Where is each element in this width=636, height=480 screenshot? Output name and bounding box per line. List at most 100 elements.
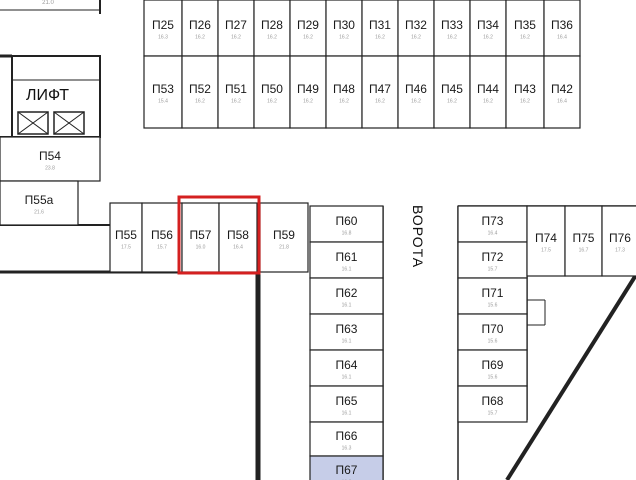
parking-space-43 (505, 55, 545, 129)
space-area-63: 16.1 (341, 338, 352, 345)
parking-space-67 (309, 455, 384, 480)
space-label-70: П70 (481, 322, 504, 336)
space-area-35: 16.2 (520, 34, 530, 41)
space-label-76: П76 (609, 231, 631, 245)
parking-space-62 (309, 277, 384, 315)
space-area-58: 16.4 (233, 244, 243, 250)
lift-door-left-x2 (17, 111, 49, 135)
space-label-45: П45 (441, 82, 463, 96)
space-area-55: 17.5 (121, 244, 131, 250)
space-area-54: 23.8 (45, 165, 55, 172)
space-label-42: П42 (551, 82, 573, 96)
parking-space-28 (253, 0, 291, 57)
parking-space-36 (543, 0, 581, 57)
space-area-66: 16.3 (341, 445, 352, 452)
space-label-35: П35 (514, 18, 536, 32)
ramp-diagonal (505, 273, 636, 480)
parking-space-75 (564, 205, 603, 277)
space-label-65: П65 (335, 394, 358, 408)
space-label-33: П33 (441, 18, 463, 32)
space-area-55a: 21.6 (34, 209, 44, 216)
space-area-61: 16.1 (341, 266, 352, 273)
space-label-25: П25 (152, 18, 174, 32)
space-label-26: П26 (189, 18, 211, 32)
space-area-69: 15.6 (487, 374, 498, 381)
space-area-25: 16.3 (158, 34, 168, 41)
space-area-30: 16.2 (339, 34, 349, 41)
selected-spaces-highlight (177, 195, 261, 275)
parking-space-44 (469, 55, 507, 129)
space-area-64: 16.1 (341, 374, 352, 381)
space-label-72: П72 (481, 250, 504, 264)
space-label-31: П31 (369, 18, 391, 32)
parking-space-71 (457, 277, 528, 315)
parking-space-52 (181, 55, 219, 129)
parking-space-64 (309, 349, 384, 387)
lift-label: ЛИФТ (26, 87, 70, 104)
parking-space-73 (457, 205, 528, 243)
space-area-28: 16.2 (267, 34, 277, 41)
space-area-47: 16.2 (375, 98, 385, 105)
space-label-49: П49 (297, 82, 319, 96)
space-label-69: П69 (481, 358, 504, 372)
parking-space-76 (601, 205, 636, 277)
space-label-59: П59 (273, 227, 295, 242)
space-area-59: 21.8 (279, 244, 289, 250)
space-label-28: П28 (261, 18, 283, 32)
space-label-32: П32 (405, 18, 427, 32)
space-label-30: П30 (333, 18, 355, 32)
parking-space-56 (141, 202, 183, 273)
space-label-29: П29 (297, 18, 319, 32)
space-area-52: 16.2 (195, 98, 205, 105)
space-area-45: 16.2 (447, 98, 457, 105)
space-label-66: П66 (335, 429, 358, 443)
parking-space-69 (457, 349, 528, 387)
parking-space-45 (433, 55, 471, 129)
space-area-53: 15.4 (158, 98, 168, 105)
space-label-43: П43 (514, 82, 536, 96)
space-area-29: 16.2 (303, 34, 313, 41)
parking-space-68 (457, 385, 528, 423)
space-area-46: 16.2 (411, 98, 421, 105)
parking-space-54 (0, 136, 101, 182)
parking-space-47 (361, 55, 399, 129)
space-label-51: П51 (225, 82, 247, 96)
space-label-36: П36 (551, 18, 573, 32)
parking-space-63 (309, 313, 384, 351)
space-label-52: П52 (189, 82, 211, 96)
space-area-44: 16.2 (483, 98, 493, 105)
parking-space-65 (309, 385, 384, 423)
space-label-54: П54 (39, 149, 61, 163)
space-area-51: 16.2 (231, 98, 241, 105)
space-label-47: П47 (369, 82, 391, 96)
parking-space-60 (309, 205, 384, 243)
space-area-60: 16.8 (341, 230, 352, 237)
space-label-27: П27 (225, 18, 247, 32)
top-cut-text: 21.0 (42, 0, 54, 6)
parking-space-51 (217, 55, 255, 129)
space-label-73: П73 (481, 214, 504, 228)
space-area-36: 16.4 (557, 34, 567, 41)
space-area-50: 16.2 (267, 98, 277, 105)
space-label-56: П56 (151, 227, 173, 242)
space-label-74: П74 (535, 231, 557, 245)
space-area-31: 16.2 (375, 34, 385, 41)
space-area-26: 16.2 (195, 34, 205, 41)
parking-space-59 (259, 202, 309, 273)
parking-space-61 (309, 241, 384, 279)
space-area-70: 15.6 (487, 338, 498, 345)
space-label-64: П64 (335, 358, 358, 372)
space-area-65: 16.1 (341, 410, 352, 417)
space-label-48: П48 (333, 82, 355, 96)
parking-space-26 (181, 0, 219, 57)
parking-space-66 (309, 421, 384, 457)
space-area-32: 16.2 (411, 34, 421, 41)
space-area-42: 16.4 (557, 98, 567, 105)
space-label-71: П71 (481, 286, 504, 300)
space-area-34: 16.2 (483, 34, 493, 41)
parking-space-27 (217, 0, 255, 57)
space-area-73: 16.4 (487, 230, 498, 237)
parking-space-55 (109, 202, 143, 273)
space-area-75: 16.7 (578, 247, 589, 254)
